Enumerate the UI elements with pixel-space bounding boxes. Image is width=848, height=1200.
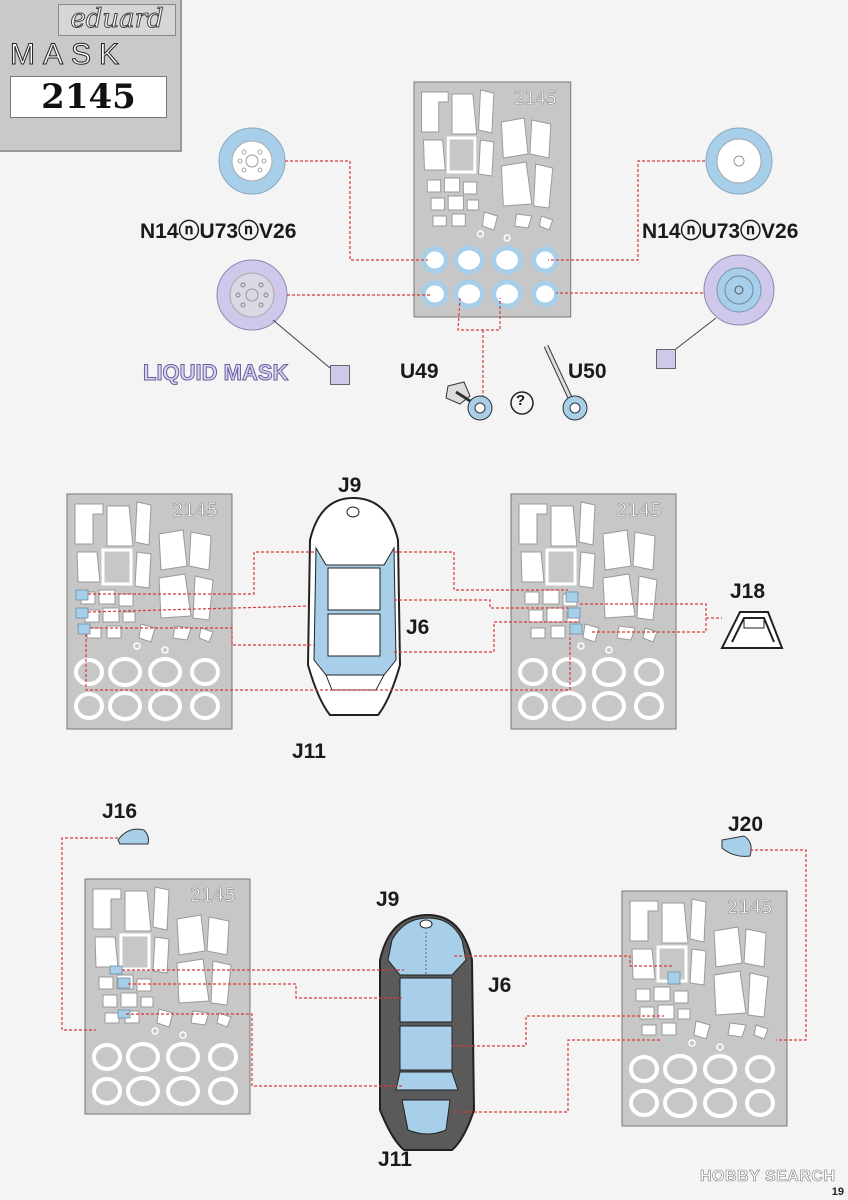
- paint-codes-right: N14ⓝU73ⓝV26: [642, 220, 799, 243]
- paint-codes-left: N14ⓝU73ⓝV26: [140, 220, 297, 243]
- part-label-j6-s2: J6: [406, 616, 430, 639]
- product-line: MASK: [9, 38, 128, 72]
- part-label-j6-s3: J6: [488, 974, 512, 997]
- liquid-mask-label: LIQUID MASK: [142, 360, 289, 386]
- part-label-j11-s2: J11: [292, 740, 326, 763]
- wheel-hub-left-bottom: [216, 259, 288, 331]
- gear-leg-u50: [543, 344, 588, 421]
- watermark: HOBBY SEARCH: [700, 1168, 836, 1186]
- gear-leg-u49: [445, 381, 493, 421]
- part-j16: [117, 828, 149, 845]
- part-label-j9-s3: J9: [376, 888, 400, 911]
- section3-sheet-right: [620, 889, 789, 1128]
- part-j18: [720, 611, 784, 649]
- section1-mask-sheet: [412, 80, 573, 319]
- question-mark: ?: [516, 392, 526, 409]
- canopy-top-view-2: [379, 913, 476, 1151]
- canopy-top-view-1: [306, 496, 402, 716]
- liquid-mask-swatch-right: [656, 349, 676, 369]
- wheel-hub-right-bottom: [703, 254, 775, 326]
- set-number: 2145: [10, 76, 167, 118]
- page-number: 19: [831, 1186, 844, 1198]
- brand-name: eduard: [58, 4, 176, 36]
- liquid-mask-swatch-left: [330, 365, 350, 385]
- eduard-logo: eduard MASK 2145: [0, 0, 182, 152]
- part-label-j16: J16: [102, 800, 138, 823]
- section2-sheet-right: [509, 492, 678, 731]
- question-circle: [510, 391, 534, 415]
- part-j20: [721, 835, 752, 857]
- section3-sheet-left: [83, 877, 252, 1116]
- part-label-u49: U49: [400, 360, 439, 383]
- wheel-hub-left-top: [218, 127, 286, 195]
- section3-leader-lines: [61, 837, 807, 1113]
- section2-sheet-left: [65, 492, 234, 731]
- part-label-j20: J20: [728, 813, 764, 836]
- section1-leader-lines: [285, 160, 705, 400]
- part-label-j11-s3: J11: [378, 1148, 412, 1171]
- liquid-mask-pointers: [272, 317, 717, 369]
- part-label-u50: U50: [568, 360, 607, 383]
- section2-leader-lines: [85, 551, 722, 691]
- part-label-j18: J18: [730, 580, 766, 603]
- part-label-j9-s2: J9: [338, 474, 362, 497]
- wheel-hub-right-top: [705, 127, 773, 195]
